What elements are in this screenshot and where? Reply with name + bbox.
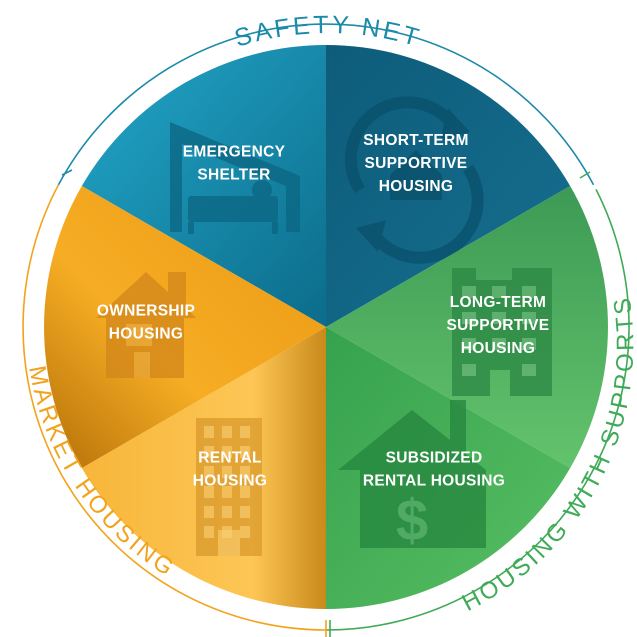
category-rings	[22, 23, 630, 637]
segment-ownership-housing: OWNERSHIP HOUSING	[44, 186, 327, 468]
segment-label: RENTAL HOUSING	[193, 450, 267, 490]
apartment-building-icon	[452, 268, 552, 396]
dollar-house-icon: $	[338, 400, 486, 553]
segment-label-line: SUBSIDIZED	[386, 450, 483, 467]
house-icon	[96, 272, 196, 378]
segment-label-line: EMERGENCY	[183, 144, 286, 161]
segment-label-line: RENTAL	[198, 450, 262, 467]
segment-label: SHORT-TERM SUPPORTIVE HOUSING	[363, 132, 468, 195]
shelter-bed-icon	[170, 122, 300, 234]
segment-label: EMERGENCY SHELTER	[183, 144, 286, 184]
ring-divider-top-right	[579, 171, 591, 179]
segment-subsidized-rental-housing: $ SUBSIDIZED RENTAL HOUSING	[326, 327, 571, 609]
segment-label: LONG-TERM SUPPORTIVE HOUSING	[447, 294, 550, 357]
segment-label-line: SHORT-TERM	[363, 132, 468, 149]
segment-wedge	[326, 45, 571, 327]
segment-label-line: HOUSING	[461, 340, 535, 357]
segment-label-line: LONG-TERM	[450, 294, 547, 311]
continuum-wheel: EMERGENCY SHELTER SHORT-TERM SUPPORTIVE HOU…	[44, 45, 608, 609]
ring-divider-top-left	[61, 169, 73, 176]
segment-label: OWNERSHIP HOUSING	[97, 303, 195, 343]
svg-text:$: $	[396, 488, 428, 553]
segment-label-line: SUPPORTIVE	[365, 155, 468, 172]
safety-net-arc	[57, 23, 595, 186]
segment-label-line: SUPPORTIVE	[447, 317, 550, 334]
segment-label-line: HOUSING	[193, 473, 267, 490]
segment-long-term-supportive-housing: LONG-TERM SUPPORTIVE HOUSING	[326, 186, 608, 468]
segment-wedge	[81, 45, 326, 327]
refresh-house-icon	[344, 96, 484, 264]
segment-label-line: HOUSING	[379, 178, 453, 195]
segment-label-line: RENTAL HOUSING	[363, 473, 505, 490]
segment-short-term-supportive-housing: SHORT-TERM SUPPORTIVE HOUSING	[326, 45, 571, 327]
segment-label: SUBSIDIZED RENTAL HOUSING	[363, 450, 505, 490]
segment-wedge	[44, 186, 327, 468]
segment-emergency-shelter: EMERGENCY SHELTER	[81, 45, 326, 327]
segment-label-line: SHELTER	[197, 167, 270, 184]
segment-label-line: OWNERSHIP	[97, 303, 195, 320]
segment-label-line: HOUSING	[109, 326, 183, 343]
segment-rental-housing: RENTAL HOUSING	[81, 327, 326, 609]
market-housing-arc	[22, 184, 327, 631]
housing-with-supports-arc	[325, 189, 630, 631]
office-building-icon	[196, 418, 262, 556]
